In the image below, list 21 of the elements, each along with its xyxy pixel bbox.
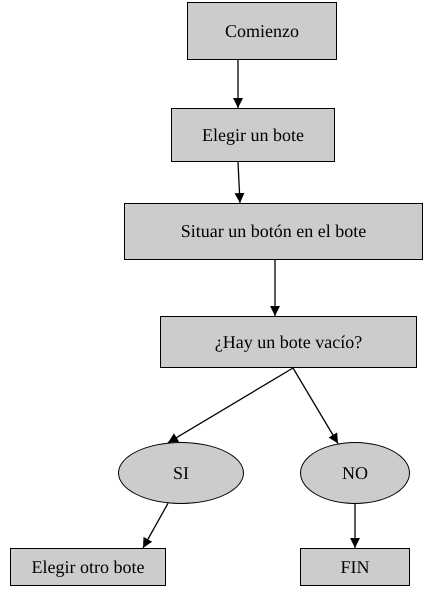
arrow [168,367,294,444]
arrow [350,504,360,548]
arrow [233,60,243,108]
process-box [10,548,166,586]
arrow [234,162,244,204]
arrow [270,260,280,316]
start-box [187,2,337,60]
node-label: SI [172,462,189,484]
arrow [142,503,169,548]
process-box [124,203,423,260]
node-label: Situar un botón en el bote [180,220,366,243]
node-label: ¿Hay un bote vacío? [214,330,362,354]
node-label: Elegir un bote [202,124,304,146]
arrow [292,368,339,444]
decision-box [160,316,417,368]
node-label: NO [342,462,368,484]
end-box [300,548,410,586]
node-label: Comienzo [225,20,299,42]
process-box [171,108,335,162]
node-label: Elegir otro bote [32,556,144,578]
node-label: FIN [340,556,370,578]
